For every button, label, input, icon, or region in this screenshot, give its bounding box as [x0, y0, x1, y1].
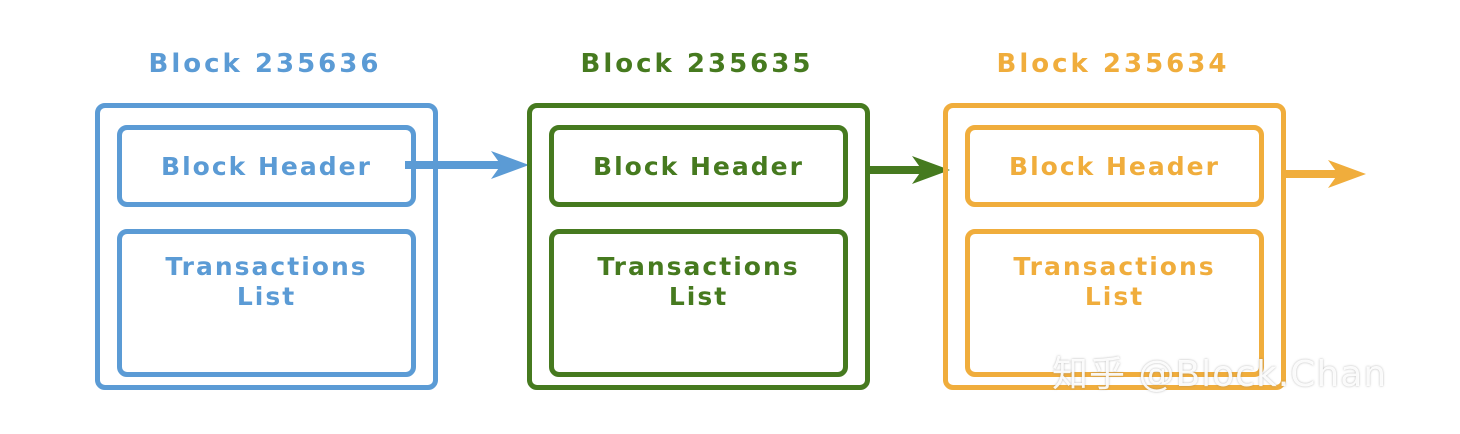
transactions-label-line1: Transactions	[597, 252, 800, 281]
transactions-list-box: Transactions List	[965, 229, 1264, 377]
block-235635: Block Header Transactions List	[527, 103, 870, 390]
block-header-label: Block Header	[161, 151, 372, 181]
arrow-right-icon	[866, 156, 950, 184]
block-235636: Block Header Transactions List	[95, 103, 438, 390]
transactions-label-line2: List	[1084, 282, 1145, 311]
block-header-box: Block Header	[965, 125, 1264, 207]
transactions-label-line2: List	[668, 282, 729, 311]
block-header-label: Block Header	[593, 151, 804, 181]
block-title-235635: Block 235635	[580, 49, 814, 79]
transactions-list-box: Transactions List	[117, 229, 416, 377]
block-header-box: Block Header	[117, 125, 416, 207]
block-header-box: Block Header	[549, 125, 848, 207]
arrow-right-icon	[405, 151, 529, 179]
block-title-235636: Block 235636	[148, 49, 382, 79]
transactions-list-box: Transactions List	[549, 229, 848, 377]
block-header-label: Block Header	[1009, 151, 1220, 181]
watermark: 知乎 @Block.Chan	[1052, 354, 1388, 395]
block-235634: Block Header Transactions List	[943, 103, 1286, 390]
arrow-right-icon	[1282, 160, 1366, 188]
transactions-label-line2: List	[236, 282, 297, 311]
transactions-label-line1: Transactions	[1013, 252, 1216, 281]
transactions-label-line1: Transactions	[165, 252, 368, 281]
block-title-235634: Block 235634	[996, 49, 1230, 79]
